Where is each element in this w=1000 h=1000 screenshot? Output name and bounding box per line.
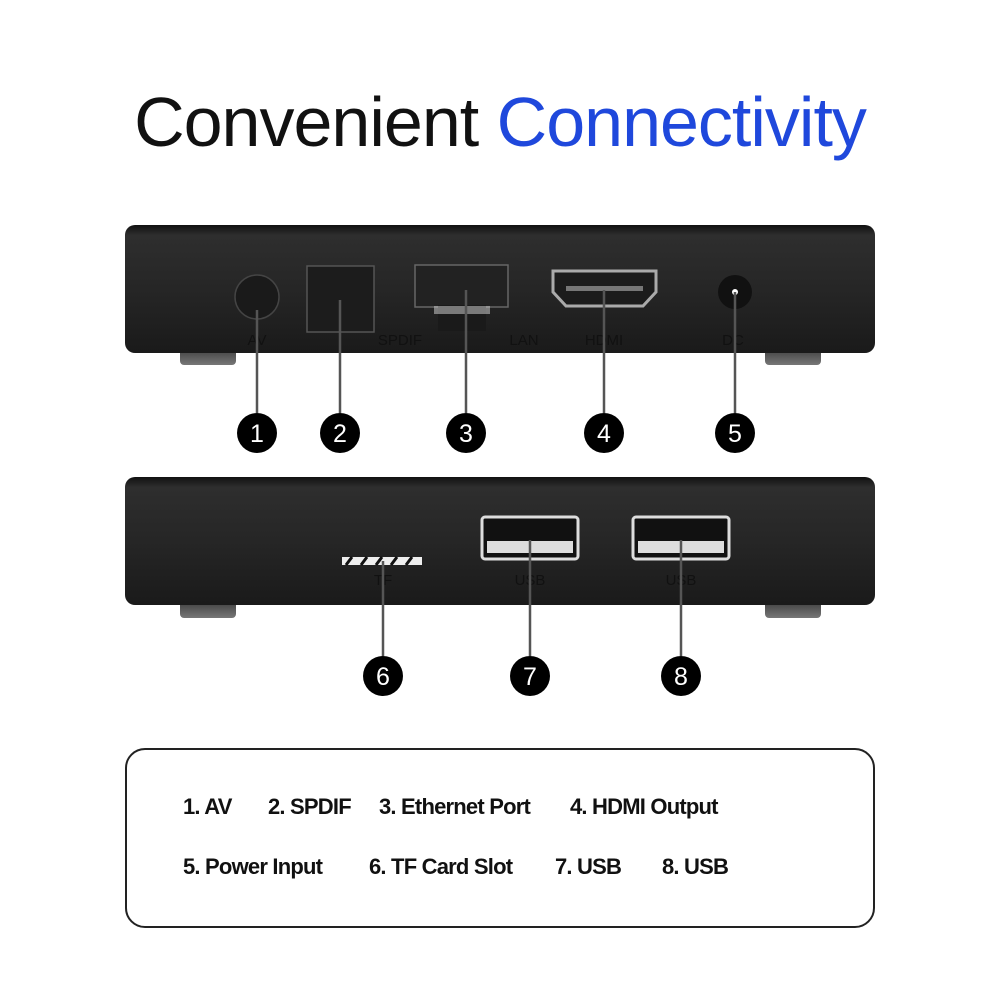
- legend-item: 7. USB: [555, 854, 622, 879]
- callout-number: 7: [523, 663, 537, 691]
- legend-item: 6. TF Card Slot: [369, 854, 513, 879]
- legend-item: 2. SPDIF: [268, 794, 352, 819]
- callout-number: 6: [376, 663, 390, 691]
- callout-number: 1: [250, 420, 264, 448]
- port-label: LAN: [509, 332, 538, 349]
- hdmi-port-icon: [551, 269, 658, 308]
- legend-item: 5. Power Input: [183, 854, 323, 879]
- port-label: DC: [722, 332, 744, 349]
- legend-box: 1. AV 2. SPDIF 3. Ethernet Port 4. HDMI …: [125, 748, 875, 928]
- callout-lines: [255, 290, 737, 656]
- callout-number: 8: [674, 663, 688, 691]
- port-label: SPDIF: [378, 332, 422, 349]
- callout-number: 4: [597, 420, 611, 448]
- callout-number: 5: [728, 420, 742, 448]
- legend-item: 8. USB: [662, 854, 729, 879]
- callout-number: 3: [459, 420, 473, 448]
- side-panel: TF USB USB: [125, 477, 875, 618]
- page-title: Convenient Connectivity: [0, 82, 1000, 162]
- title-part-1: Convenient: [134, 83, 497, 161]
- callout-number: 2: [333, 420, 347, 448]
- legend-item: 3. Ethernet Port: [379, 794, 531, 819]
- device-illustration: AV SPDIF LAN HDMI DC TF USB USB: [125, 225, 875, 696]
- legend-item: 4. HDMI Output: [570, 794, 718, 819]
- rear-panel: AV SPDIF LAN HDMI DC: [125, 225, 875, 365]
- ethernet-port-icon: [414, 264, 509, 331]
- title-part-2: Connectivity: [496, 83, 867, 161]
- callouts: 1 2 3 4 5 6 7 8: [237, 413, 755, 696]
- legend-item: 1. AV: [183, 794, 232, 819]
